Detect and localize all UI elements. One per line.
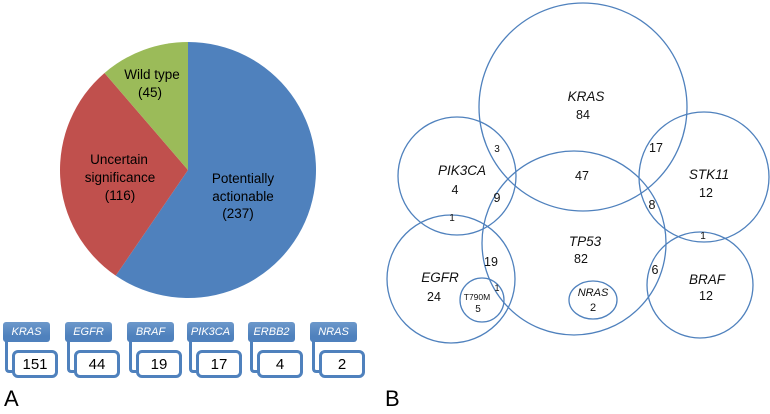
gene-tag-erbb2: ERBB2 [248, 322, 295, 342]
venn-circle-pik3ca [397, 116, 517, 236]
gene-item-kras: KRAS 151 [3, 322, 61, 382]
gene-tag-braf: BRAF [127, 322, 174, 342]
pie-slices [60, 42, 317, 298]
pie-chart: Wild type (45) Uncertain significance (1… [60, 42, 317, 298]
pie-label-wild-type-line1: Wild type [124, 67, 180, 82]
venn-set-count-pik3ca: 4 [452, 183, 459, 197]
gene-count-pik3ca: 17 [196, 350, 242, 378]
pie-slice-labels: Wild type (45) Uncertain significance (1… [85, 67, 275, 221]
gene-connector [312, 341, 323, 373]
gene-tag-nras: NRAS [310, 322, 357, 342]
panel-a-label: A [4, 386, 19, 411]
venn-overlap-kras-stk11: 17 [649, 141, 663, 155]
gene-connector [250, 341, 261, 373]
venn-set-label-stk11: STK11 [689, 167, 729, 182]
panel-b: KRAS 84 PIK3CA 4 STK11 12 TP53 82 EGFR 2… [385, 0, 770, 414]
venn-diagram: KRAS 84 PIK3CA 4 STK11 12 TP53 82 EGFR 2… [386, 2, 770, 344]
gene-tag-pik3ca: PIK3CA [187, 322, 234, 342]
pie-label-uncertain-line3: (116) [105, 188, 136, 203]
venn-set-count-kras: 84 [576, 108, 590, 122]
venn-set-count-nras: 2 [590, 302, 596, 314]
panel-a: Wild type (45) Uncertain significance (1… [0, 42, 385, 411]
venn-set-label-egfr: EGFR [421, 270, 459, 285]
gene-item-nras: NRAS 2 [310, 322, 368, 382]
venn-overlap-tp53-braf: 6 [652, 263, 659, 277]
pie-label-actionable-line1: Potentially [212, 171, 275, 186]
venn-circle-kras [478, 2, 688, 212]
venn-overlap-t790m-tp53: 1 [494, 283, 499, 293]
gene-connector [5, 341, 16, 373]
venn-overlap-pik3ca-egfr: 1 [449, 213, 455, 224]
pie-label-wild-type-line2: (45) [138, 85, 162, 100]
venn-circle-nras [568, 280, 618, 320]
venn-set-count-braf: 12 [699, 289, 713, 303]
gene-count-egfr: 44 [74, 350, 120, 378]
gene-count-nras: 2 [319, 350, 365, 378]
gene-tag-kras: KRAS [3, 322, 50, 342]
venn-overlap-kras-tp53: 47 [575, 169, 589, 183]
pie-label-uncertain-line2: significance [85, 170, 156, 185]
venn-overlap-stk11-braf: 1 [700, 231, 706, 242]
gene-item-egfr: EGFR 44 [65, 322, 123, 382]
pie-label-actionable-line2: actionable [212, 189, 274, 204]
gene-count-kras: 151 [12, 350, 58, 378]
pie-slice-potentially-actionable [115, 42, 317, 298]
pie-slice-uncertain-significance [60, 72, 188, 276]
gene-count-erbb2: 4 [257, 350, 303, 378]
venn-set-labels: KRAS 84 PIK3CA 4 STK11 12 TP53 82 EGFR 2… [421, 89, 729, 315]
venn-set-label-pik3ca: PIK3CA [438, 163, 486, 178]
gene-tag-egfr: EGFR [65, 322, 112, 342]
venn-overlap-pik3ca-tp53: 9 [494, 191, 501, 205]
venn-circles [386, 2, 770, 344]
venn-circle-braf [646, 231, 754, 339]
venn-set-count-stk11: 12 [699, 186, 713, 200]
venn-set-count-t790m: 5 [475, 304, 481, 315]
venn-circle-tp53 [481, 150, 667, 336]
gene-item-braf: BRAF 19 [127, 322, 185, 382]
venn-overlap-counts: 3 47 17 9 8 1 19 1 6 1 [449, 141, 706, 293]
gene-item-erbb2: ERBB2 4 [248, 322, 306, 382]
pie-label-uncertain-line1: Uncertain [90, 152, 148, 167]
venn-set-count-tp53: 82 [574, 252, 588, 266]
venn-set-label-kras: KRAS [568, 89, 605, 104]
venn-set-label-nras: NRAS [578, 287, 609, 299]
venn-overlap-kras-pik3ca: 3 [494, 144, 500, 155]
venn-overlap-egfr-tp53: 19 [484, 255, 498, 269]
venn-set-label-tp53: TP53 [569, 234, 602, 249]
venn-overlap-tp53-stk11: 8 [649, 198, 656, 212]
pie-slice-wild-type [104, 42, 188, 170]
gene-connector [189, 341, 200, 373]
venn-set-label-braf: BRAF [689, 272, 726, 287]
gene-connector [67, 341, 78, 373]
panel-b-label: B [385, 386, 400, 411]
venn-circle-egfr [386, 214, 516, 344]
gene-connector [129, 341, 140, 373]
venn-set-label-t790m: T790M [464, 292, 490, 302]
pie-label-actionable-line3: (237) [222, 206, 254, 221]
gene-count-braf: 19 [136, 350, 182, 378]
venn-set-count-egfr: 24 [427, 290, 441, 304]
gene-count-row: KRAS 151 EGFR 44 BRAF 19 PIK3CA 17 ERBB2 [0, 322, 385, 384]
venn-circle-t790m [459, 277, 505, 323]
gene-item-pik3ca: PIK3CA 17 [187, 322, 245, 382]
